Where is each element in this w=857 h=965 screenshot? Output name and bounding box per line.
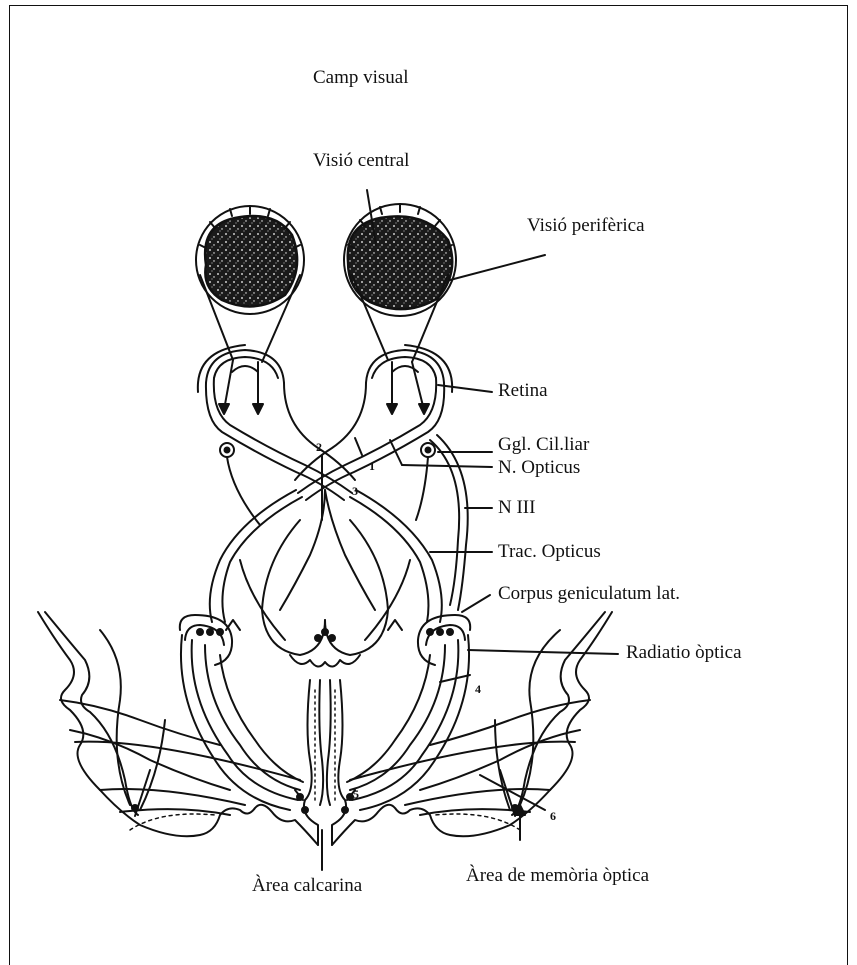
n-iii-label: N III [498, 498, 535, 517]
visio-periferica-label: Visió perifèrica [527, 216, 645, 235]
area-memoria-label: Àrea de memòria òptica [466, 866, 649, 885]
area-calcarina-label: Àrea calcarina [252, 876, 362, 895]
camp-visual-label: Camp visual [313, 68, 409, 87]
left-occipital-lobe [38, 612, 318, 845]
number-5: 5 [353, 788, 359, 800]
retina-label: Retina [498, 381, 548, 400]
left-visual-field [196, 206, 304, 314]
right-visual-field [344, 190, 545, 316]
radiatio-optica-label: Radiatio òptica [626, 643, 742, 662]
corpus-geniculatum-label: Corpus geniculatum lat. [498, 584, 680, 603]
trac-opticus-label: Trac. Opticus [498, 542, 601, 561]
number-4: 4 [475, 683, 481, 695]
ggl-ciliar-label: Ggl. Cil.liar [498, 435, 589, 454]
number-1: 1 [369, 460, 375, 472]
number-3: 3 [352, 485, 358, 497]
right-occipital-lobe [332, 612, 612, 845]
number-6: 6 [550, 810, 556, 822]
n-opticus-label: N. Opticus [498, 458, 580, 477]
visio-central-label: Visió central [313, 151, 409, 170]
left-eye [198, 345, 284, 414]
right-eye [366, 345, 452, 414]
number-2: 2 [316, 441, 322, 453]
